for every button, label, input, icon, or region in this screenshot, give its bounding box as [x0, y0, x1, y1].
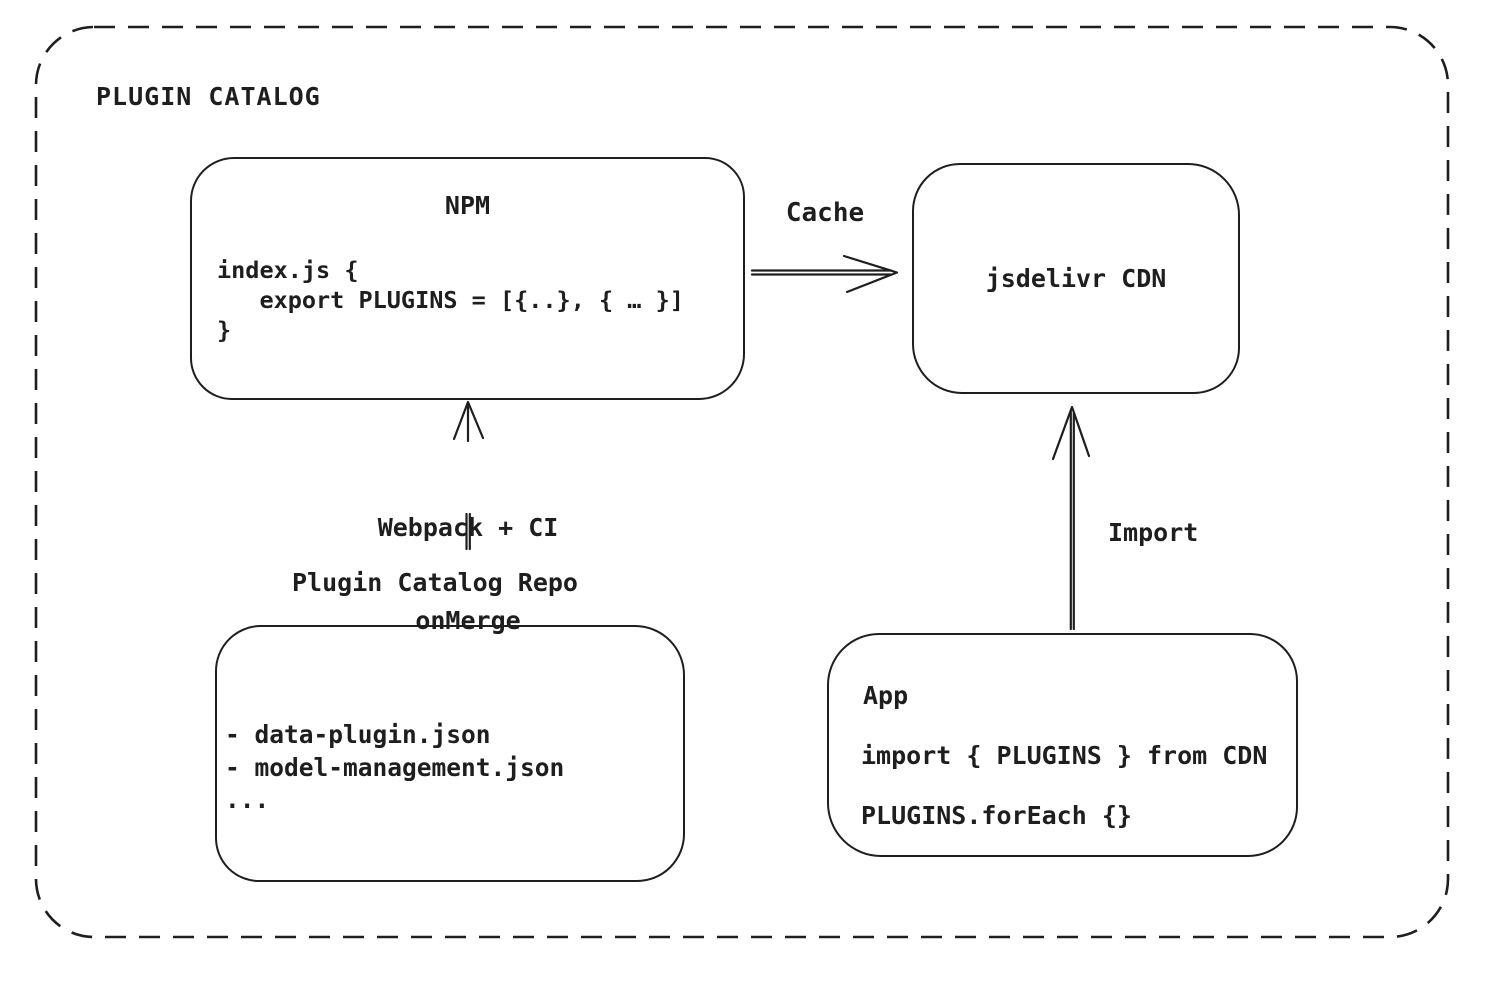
app-node: App import { PLUGINS } from CDN PLUGINS.… — [827, 633, 1298, 857]
cache-arrow — [750, 254, 899, 294]
npm-node-title: NPM — [444, 191, 491, 220]
npm-node-code: index.js { export PLUGINS = [{..}, { … }… — [217, 256, 684, 344]
repo-node: - data-plugin.json - model-management.js… — [215, 625, 685, 882]
diagram-title: PLUGIN CATALOG — [96, 82, 321, 111]
jsdelivr-cdn-node: jsdelivr CDN — [912, 163, 1240, 394]
build-arrow-label-line1: Webpack + CI — [377, 513, 559, 542]
plugin-catalog-boundary — [34, 25, 1450, 939]
app-node-code-line1: import { PLUGINS } from CDN — [861, 741, 1268, 770]
app-node-title: App — [863, 681, 909, 710]
import-arrow — [1051, 405, 1091, 631]
repo-node-files: - data-plugin.json - model-management.js… — [225, 720, 565, 814]
import-arrow-label: Import — [1108, 518, 1199, 547]
build-arrow-label-line2: onMerge — [415, 606, 521, 635]
jsdelivr-cdn-label: jsdelivr CDN — [985, 264, 1167, 293]
npm-node: NPM index.js { export PLUGINS = [{..}, {… — [190, 157, 745, 400]
app-node-code-line2: PLUGINS.forEach {} — [861, 801, 1132, 830]
repo-node-title: Plugin Catalog Repo — [292, 568, 578, 597]
build-arrow-label: Webpack + CI onMerge — [348, 450, 588, 698]
build-arrow — [452, 400, 485, 551]
cache-arrow-label: Cache — [785, 198, 865, 228]
